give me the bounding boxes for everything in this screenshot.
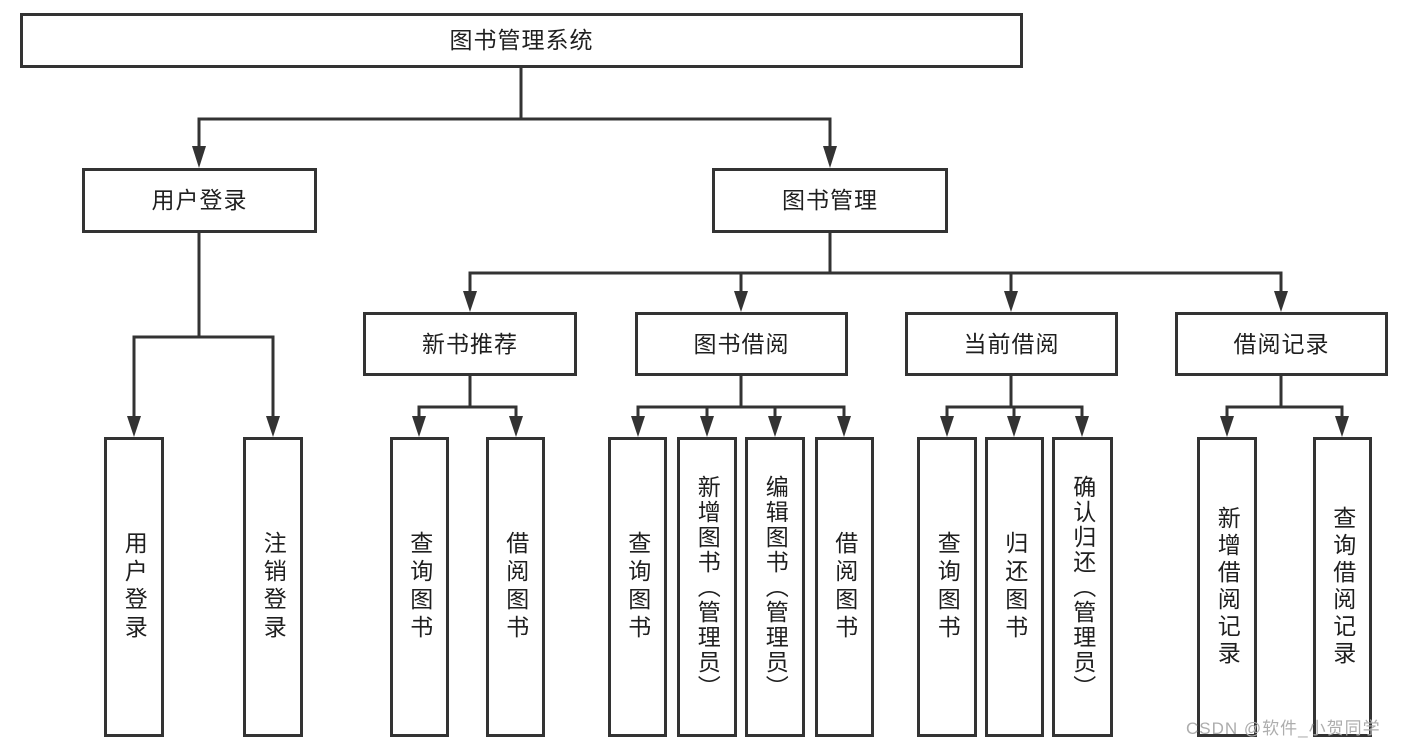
connector-userlogin-to-leaves <box>127 233 280 437</box>
node-user-login: 用户登录 <box>82 168 317 233</box>
node-library-management-system: 图书管理系统 <box>20 13 1023 68</box>
node-current-borrowing: 当前借阅 <box>905 312 1118 376</box>
connector-currentborrow-to-leaves <box>940 376 1089 437</box>
leaf-edit-books-admin: 编辑图书（管理员） <box>745 437 805 737</box>
node-borrowing-records: 借阅记录 <box>1175 312 1388 376</box>
connector-newbookrec-to-leaves <box>412 376 523 437</box>
leaf-query-borrowing-record: 查询借阅记录 <box>1313 437 1372 737</box>
leaf-borrow-books-borrowing: 借阅图书 <box>815 437 874 737</box>
leaf-query-books-current: 查询图书 <box>917 437 977 737</box>
leaf-query-books-recommendation: 查询图书 <box>390 437 449 737</box>
leaf-add-borrowing-record: 新增借阅记录 <box>1197 437 1257 737</box>
leaf-query-books-borrowing: 查询图书 <box>608 437 667 737</box>
node-new-book-recommendation: 新书推荐 <box>363 312 577 376</box>
leaf-logout: 注销登录 <box>243 437 303 737</box>
leaf-user-login: 用户登录 <box>104 437 164 737</box>
node-book-borrowing: 图书借阅 <box>635 312 848 376</box>
connector-borrowrecords-to-leaves <box>1220 376 1349 437</box>
connector-bookborrow-to-leaves <box>631 376 851 437</box>
leaf-return-books: 归还图书 <box>985 437 1044 737</box>
leaf-confirm-return-admin: 确认归还（管理员） <box>1052 437 1113 737</box>
leaf-add-books-admin: 新增图书（管理员） <box>677 437 737 737</box>
connector-bookmgmt-to-level3 <box>463 233 1288 312</box>
watermark-text: CSDN @软件_小贺同学 <box>1186 719 1381 738</box>
connector-root-to-level2 <box>192 68 837 168</box>
leaf-borrow-books-recommendation: 借阅图书 <box>486 437 545 737</box>
node-book-management: 图书管理 <box>712 168 948 233</box>
